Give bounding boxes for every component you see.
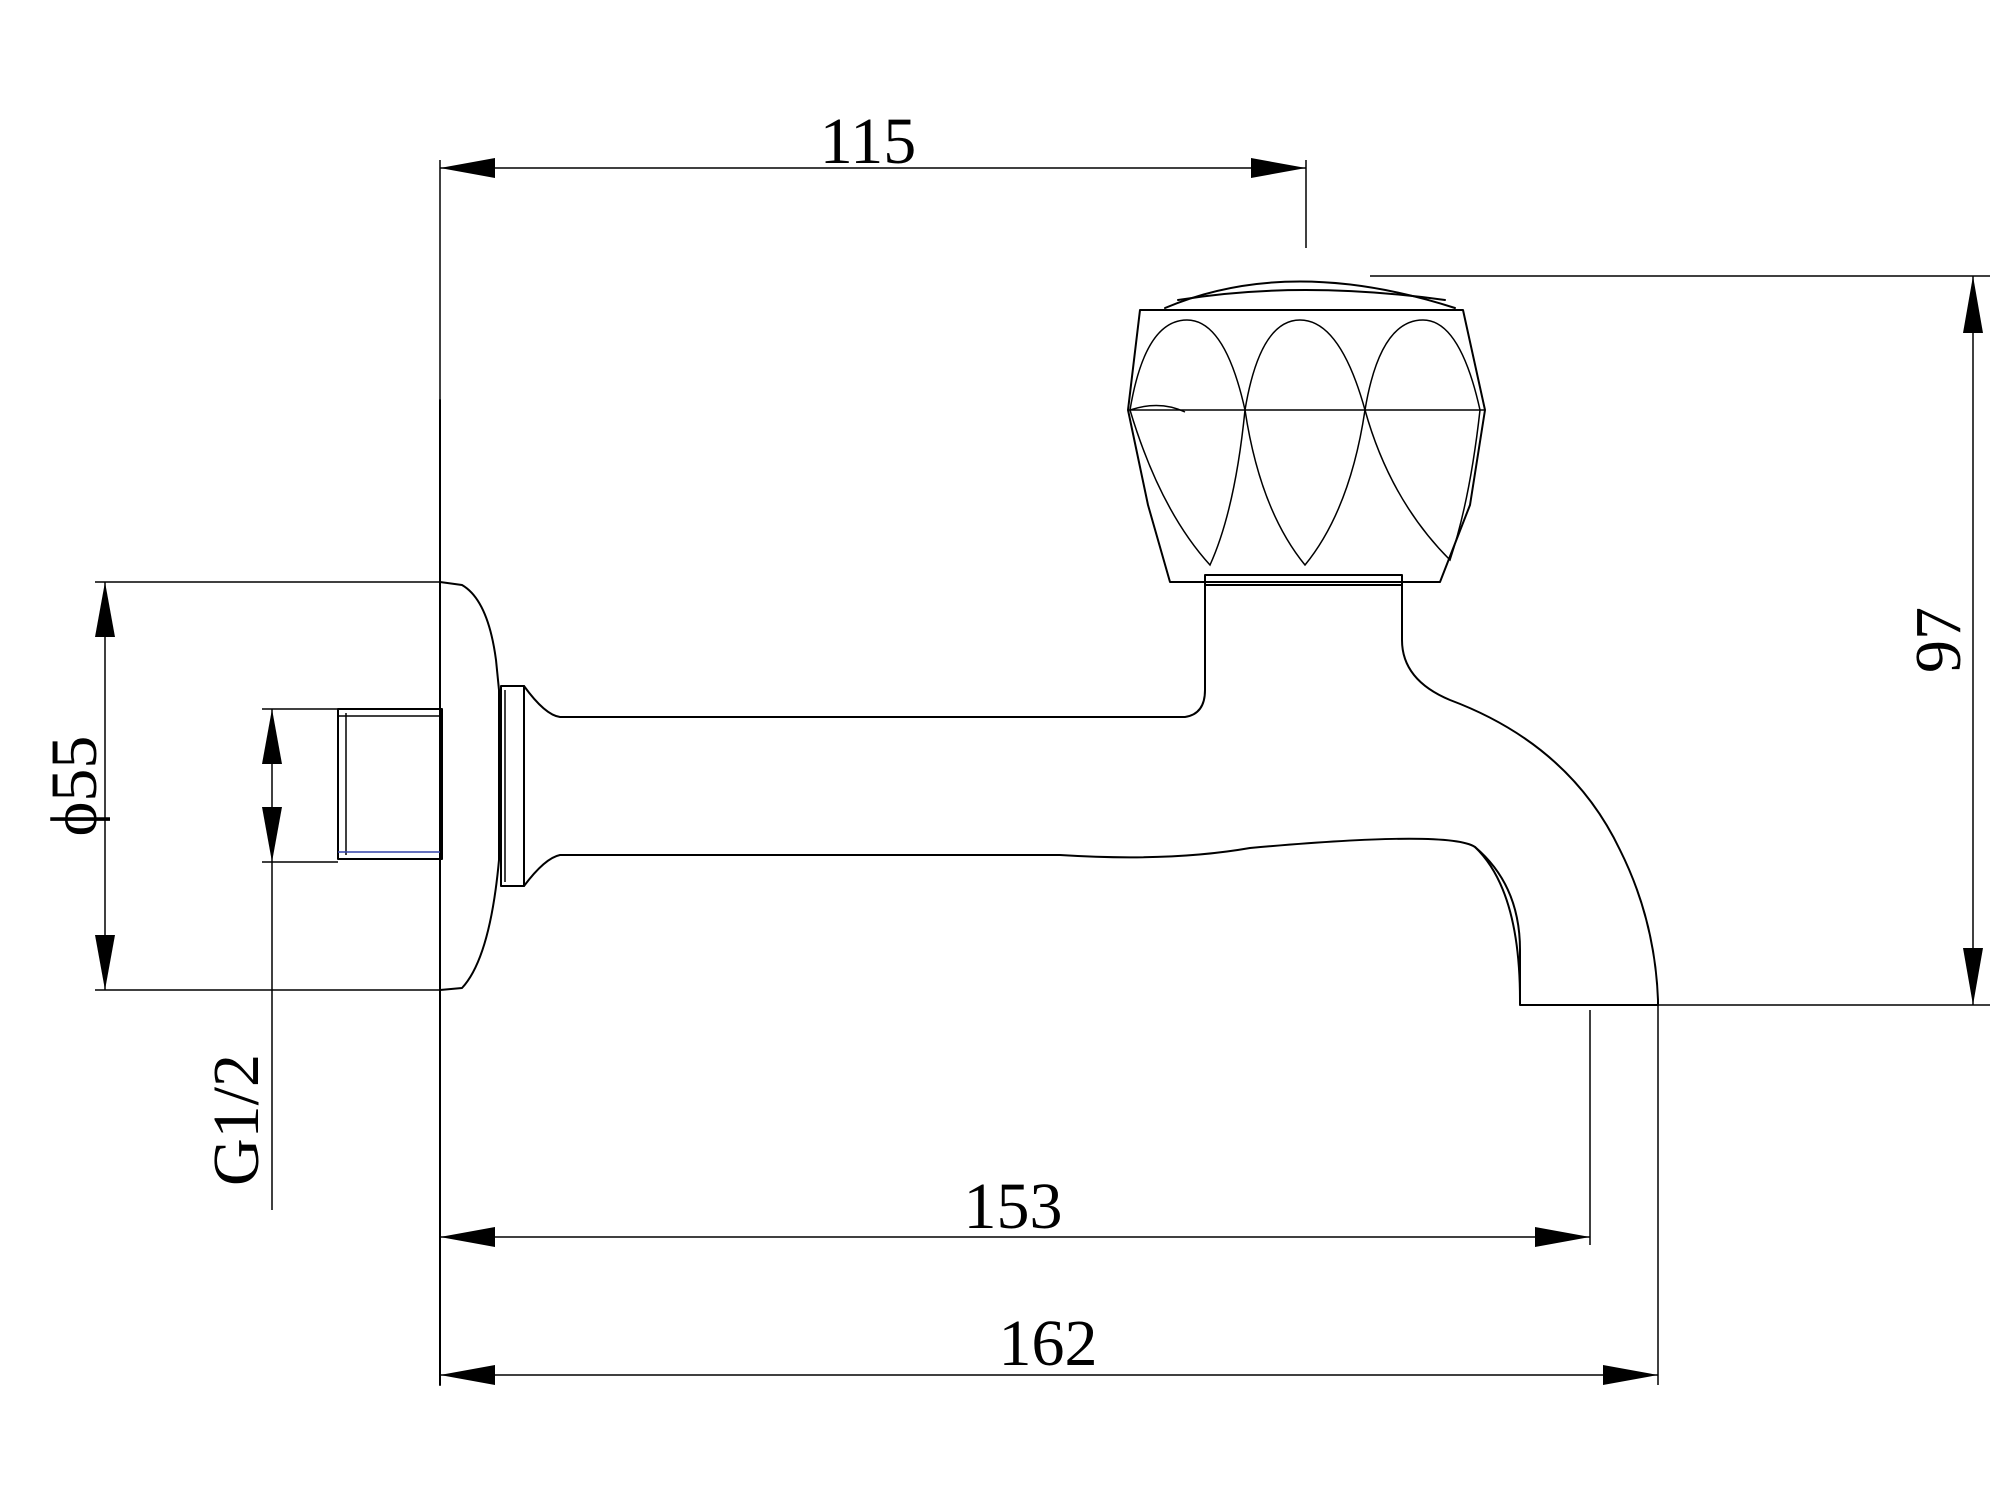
dimension-height: 97: [1370, 275, 1990, 1006]
arrowhead: [262, 709, 282, 764]
arrowhead: [1963, 276, 1983, 333]
dimension-label-97: 97: [1902, 607, 1975, 673]
spout-outer-curve: [1401, 581, 1659, 1006]
bonnet-stem: [1204, 574, 1403, 586]
dimension-label-162: 162: [999, 1307, 1098, 1380]
wall-flange: [439, 581, 500, 991]
dimension-label-g1-2: G1/2: [200, 1054, 273, 1186]
dimension-label-phi55: ϕ55: [38, 736, 111, 837]
arrowhead: [95, 582, 115, 637]
arrowhead: [1251, 158, 1306, 178]
dimension-overall-length: 162: [440, 1005, 1659, 1385]
dimension-top-width: 115: [439, 105, 1307, 400]
arrowhead: [440, 1365, 495, 1385]
handle-knob: [1127, 280, 1486, 583]
dimension-label-153: 153: [964, 1170, 1063, 1243]
spout-pipe: [523, 581, 1521, 1001]
dimension-thread: G1/2: [200, 708, 338, 1210]
collar-nut: [500, 685, 525, 887]
dimension-label-115: 115: [820, 105, 917, 178]
arrowhead: [262, 807, 282, 862]
arrowhead: [440, 158, 495, 178]
arrowhead: [1535, 1227, 1590, 1247]
faucet-outline: [337, 280, 1659, 1386]
spout-inner-curve: [1474, 846, 1659, 1006]
dimension-flange-diameter: ϕ55: [38, 581, 440, 991]
arrowhead: [1963, 948, 1983, 1005]
dimension-spout-reach: 153: [440, 1010, 1591, 1247]
arrowhead: [1603, 1365, 1658, 1385]
threaded-connector: [337, 708, 443, 860]
arrowhead: [95, 935, 115, 990]
arrowhead: [440, 1227, 495, 1247]
